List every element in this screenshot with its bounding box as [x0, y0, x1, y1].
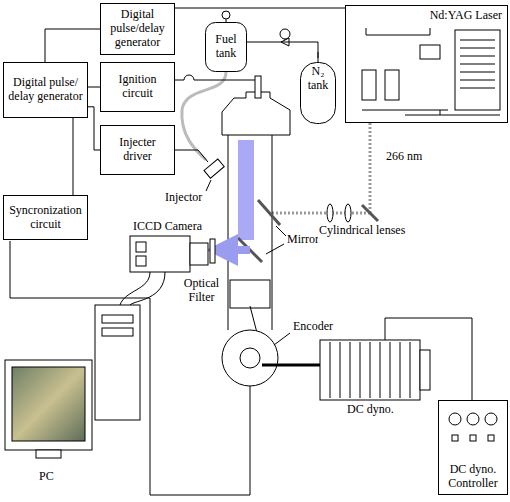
- encoder-cable: [10, 241, 250, 495]
- signal-line: [73, 118, 74, 195]
- node-text: Digital pulse/ delay generator: [7, 76, 84, 104]
- signal-line: [45, 29, 100, 62]
- node-text: Syncronization circuit: [7, 204, 84, 232]
- part-label: Optical Filter: [178, 277, 225, 305]
- node-text: Ignition circuit: [104, 73, 171, 101]
- leader-line: [266, 226, 286, 254]
- emission-arrow: [222, 246, 250, 254]
- dc-dyno: [320, 340, 430, 400]
- dyno-rib: [350, 342, 351, 398]
- injector-symbol: [204, 159, 224, 178]
- node-text: Fuel tank: [208, 33, 244, 61]
- dyno-rib: [400, 342, 401, 398]
- dyno-rib: [370, 342, 371, 398]
- node-text: Digital pulse/delay generator: [104, 8, 171, 49]
- delay-generator-box: Digital pulse/delay generator: [100, 3, 175, 55]
- ignition-wire: [175, 75, 255, 80]
- signal-line: [88, 87, 100, 88]
- leader-line: [274, 333, 290, 345]
- node-text: DC dyno. Controller: [442, 463, 504, 491]
- part-label: Mirror: [286, 233, 320, 247]
- iccd-camera: [130, 236, 215, 272]
- part-label: Cylindrical lenses: [318, 224, 406, 238]
- camera-cable: [120, 272, 165, 305]
- injector-wire: [175, 150, 208, 162]
- part-label: Injector: [164, 191, 203, 205]
- part-label: PC: [38, 470, 55, 484]
- pc-computer: [5, 305, 140, 458]
- fuel-tank: Fuel tank: [205, 22, 247, 72]
- delay-generator-box: Digital pulse/ delay generator: [3, 62, 88, 118]
- gas-tank: N₂ tank: [300, 62, 336, 124]
- leader-line: [206, 180, 211, 191]
- part-label: DC dyno.: [346, 403, 395, 417]
- dyno-rib: [330, 342, 331, 398]
- driver-box: Injecter driver: [100, 125, 175, 175]
- sync-box: Syncronization circuit: [3, 195, 88, 240]
- laser-beam: [270, 123, 370, 213]
- cylindrical-lens: [345, 204, 351, 222]
- circuit-box: Ignition circuit: [100, 62, 175, 112]
- laser-internals: [362, 28, 500, 115]
- beam-mirror: [362, 205, 378, 221]
- node-text: Nd:YAG Laser: [428, 9, 504, 23]
- part-label: 266 nm: [385, 150, 423, 164]
- dyno-rib: [390, 342, 391, 398]
- mirror-symbol: [258, 200, 280, 225]
- dyno-rib: [340, 342, 341, 398]
- controller-box: DC dyno. Controller: [438, 400, 508, 495]
- signal-line: [88, 107, 100, 150]
- dyno-rib: [360, 342, 361, 398]
- part-label: ICCD Camera: [132, 220, 203, 234]
- node-text: N₂ tank: [303, 65, 333, 93]
- laser-box: Nd:YAG Laser: [345, 5, 508, 123]
- engine: [222, 76, 320, 386]
- cylindrical-lens: [327, 204, 333, 222]
- signal-line: [175, 8, 345, 9]
- dyno-cable: [385, 318, 472, 400]
- dyno-rib: [380, 342, 381, 398]
- signal-line: [247, 42, 318, 62]
- node-text: Injecter driver: [104, 136, 171, 164]
- part-label: Encoder: [292, 320, 334, 334]
- dyno-rib: [410, 342, 411, 398]
- light-sheet: [238, 140, 254, 240]
- fuel-hose: [182, 72, 226, 160]
